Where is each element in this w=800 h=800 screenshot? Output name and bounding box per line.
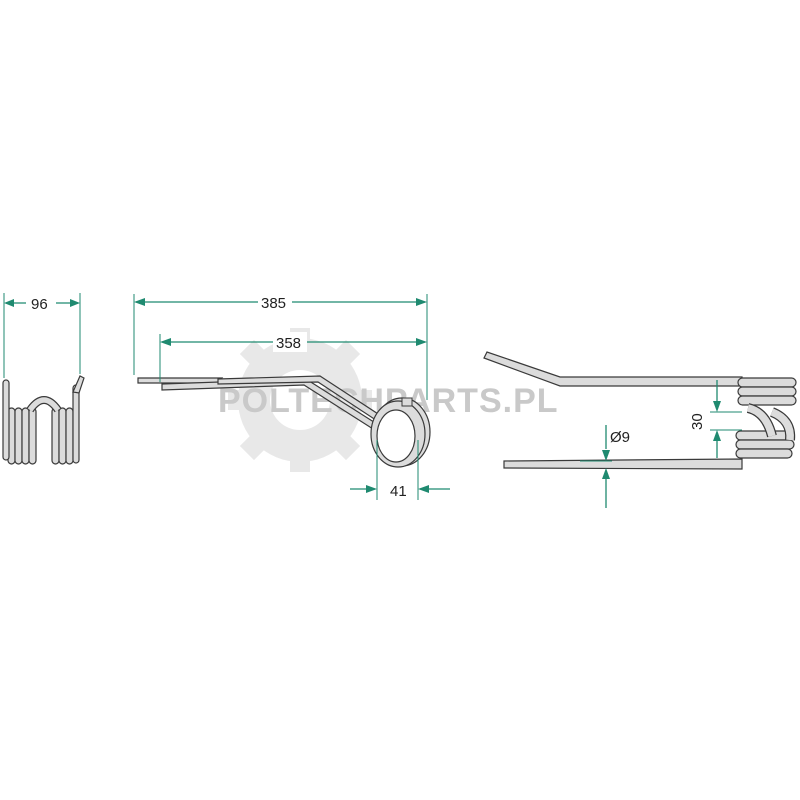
top-view-coil-upper bbox=[737, 377, 797, 406]
end-view-right-coil bbox=[51, 375, 85, 465]
dim-wire-diameter: Ø9 bbox=[610, 429, 630, 446]
dim-coil-gap: 30 bbox=[689, 413, 706, 430]
dim-width-end-view: 96 bbox=[31, 296, 48, 313]
dim-coil-width: 41 bbox=[390, 483, 407, 500]
top-view-arm-upper bbox=[483, 351, 743, 387]
dim-overall-length: 385 bbox=[261, 295, 286, 312]
end-view: 96 bbox=[2, 293, 85, 465]
end-view-left-coil bbox=[2, 379, 37, 465]
side-view-coil bbox=[370, 397, 431, 468]
dim-tine-length: 358 bbox=[276, 335, 301, 352]
top-view-arm-lower bbox=[503, 458, 743, 470]
top-view: Ø9 30 bbox=[483, 351, 797, 508]
top-view-coil-lower bbox=[735, 430, 795, 459]
side-view: 385 358 41 bbox=[133, 292, 450, 500]
